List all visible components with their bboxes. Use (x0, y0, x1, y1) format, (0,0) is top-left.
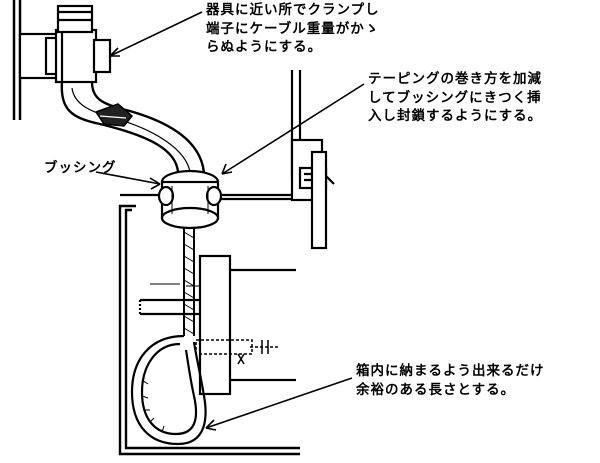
taping-annotation-line-3: 入し封鎖するようにする。 (368, 108, 543, 124)
clamp-annotation-line-1: 器具に近い所でクランプし (206, 2, 380, 18)
clamp-annotation-line-2: 端子にケーブル重量がかゝ (206, 20, 380, 37)
leader-lines (95, 11, 365, 431)
box-annotation-line-1: 箱内に納まるよう出来るだけ (356, 363, 545, 379)
clamp-annotation: 器具に近い所でクランプし 端子にケーブル重量がかゝ らぬようにする。 (206, 1, 380, 57)
right-bracket (290, 70, 335, 250)
fixture-fitting (18, 4, 112, 84)
clamp-annotation-line-3: らぬようにする。 (206, 39, 323, 55)
taping-annotation: テーピングの巻き方を加減 してブッシングにきつく挿 入し封鎖するようにする。 (368, 70, 542, 126)
cable-drop (183, 228, 195, 336)
bushing-label: ブッシング (44, 160, 117, 176)
cable-slack-loop (130, 334, 207, 446)
terminal-connection (195, 339, 278, 365)
terminal-block (138, 254, 296, 396)
clamp (94, 103, 134, 127)
taping-annotation-line-2: してブッシングにきつく挿 (368, 89, 542, 106)
bushing (157, 169, 223, 230)
box-annotation: 箱内に納まるよう出来るだけ 余裕のある長さとする。 (356, 362, 545, 399)
taping-annotation-line-1: テーピングの巻き方を加減 (368, 71, 542, 87)
junction-box (118, 204, 300, 456)
box-annotation-line-2: 余裕のある長さとする。 (356, 381, 516, 398)
